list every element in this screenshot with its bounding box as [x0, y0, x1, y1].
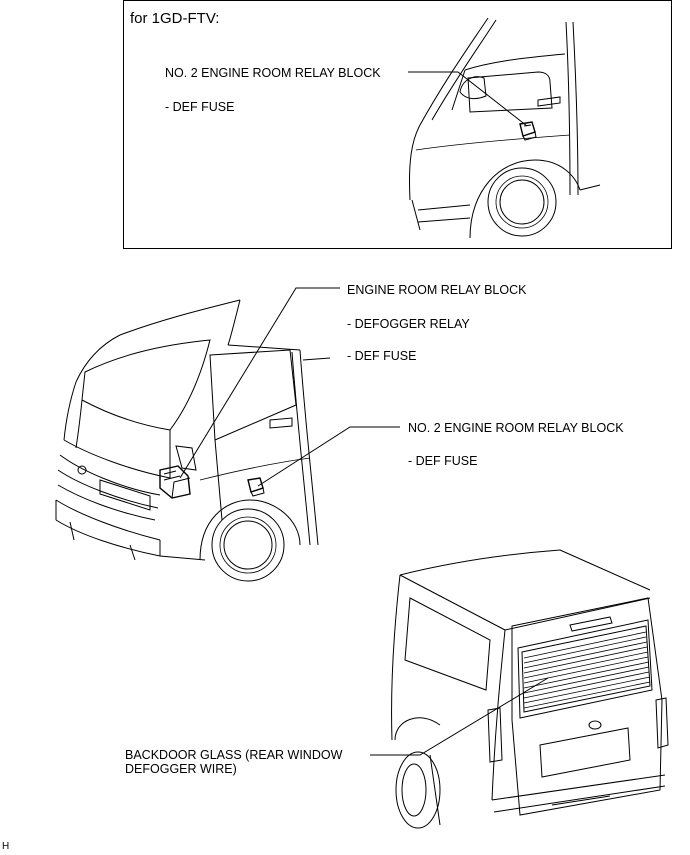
inset-frame: [123, 0, 672, 249]
engine-room-relay-block-icon: [159, 465, 191, 499]
no2-relay-block-label: NO. 2 ENGINE ROOM RELAY BLOCK: [408, 421, 624, 435]
inset-leader-line: [408, 71, 528, 127]
backdoor-glass-leader: [370, 677, 549, 756]
def-fuse-label: - DEF FUSE: [347, 349, 417, 363]
rear-van-illustration: [370, 549, 669, 829]
figure-code: H: [2, 841, 10, 852]
no2-relay-block-icon: [247, 477, 265, 497]
inset-def-fuse-label: - DEF FUSE: [165, 100, 235, 114]
defogger-wire-lines: [523, 631, 651, 709]
no2-relay-leader: [257, 426, 400, 487]
inset-fuse-box-icon: [519, 121, 537, 141]
no2-def-fuse-label: - DEF FUSE: [408, 454, 478, 468]
backdoor-glass-label: BACKDOOR GLASS (REAR WINDOW DEFOGGER WIR…: [125, 748, 343, 776]
defogger-relay-label: - DEFOGGER RELAY: [347, 317, 470, 331]
engine-room-relay-leader: [179, 287, 340, 479]
inset-title: for 1GD-FTV:: [130, 10, 220, 27]
inset-relay-block-label: NO. 2 ENGINE ROOM RELAY BLOCK: [165, 66, 381, 80]
engine-room-relay-block-label: ENGINE ROOM RELAY BLOCK: [347, 283, 527, 297]
front-van-illustration: [55, 287, 400, 582]
inset-van-side-illustration: [408, 17, 601, 239]
